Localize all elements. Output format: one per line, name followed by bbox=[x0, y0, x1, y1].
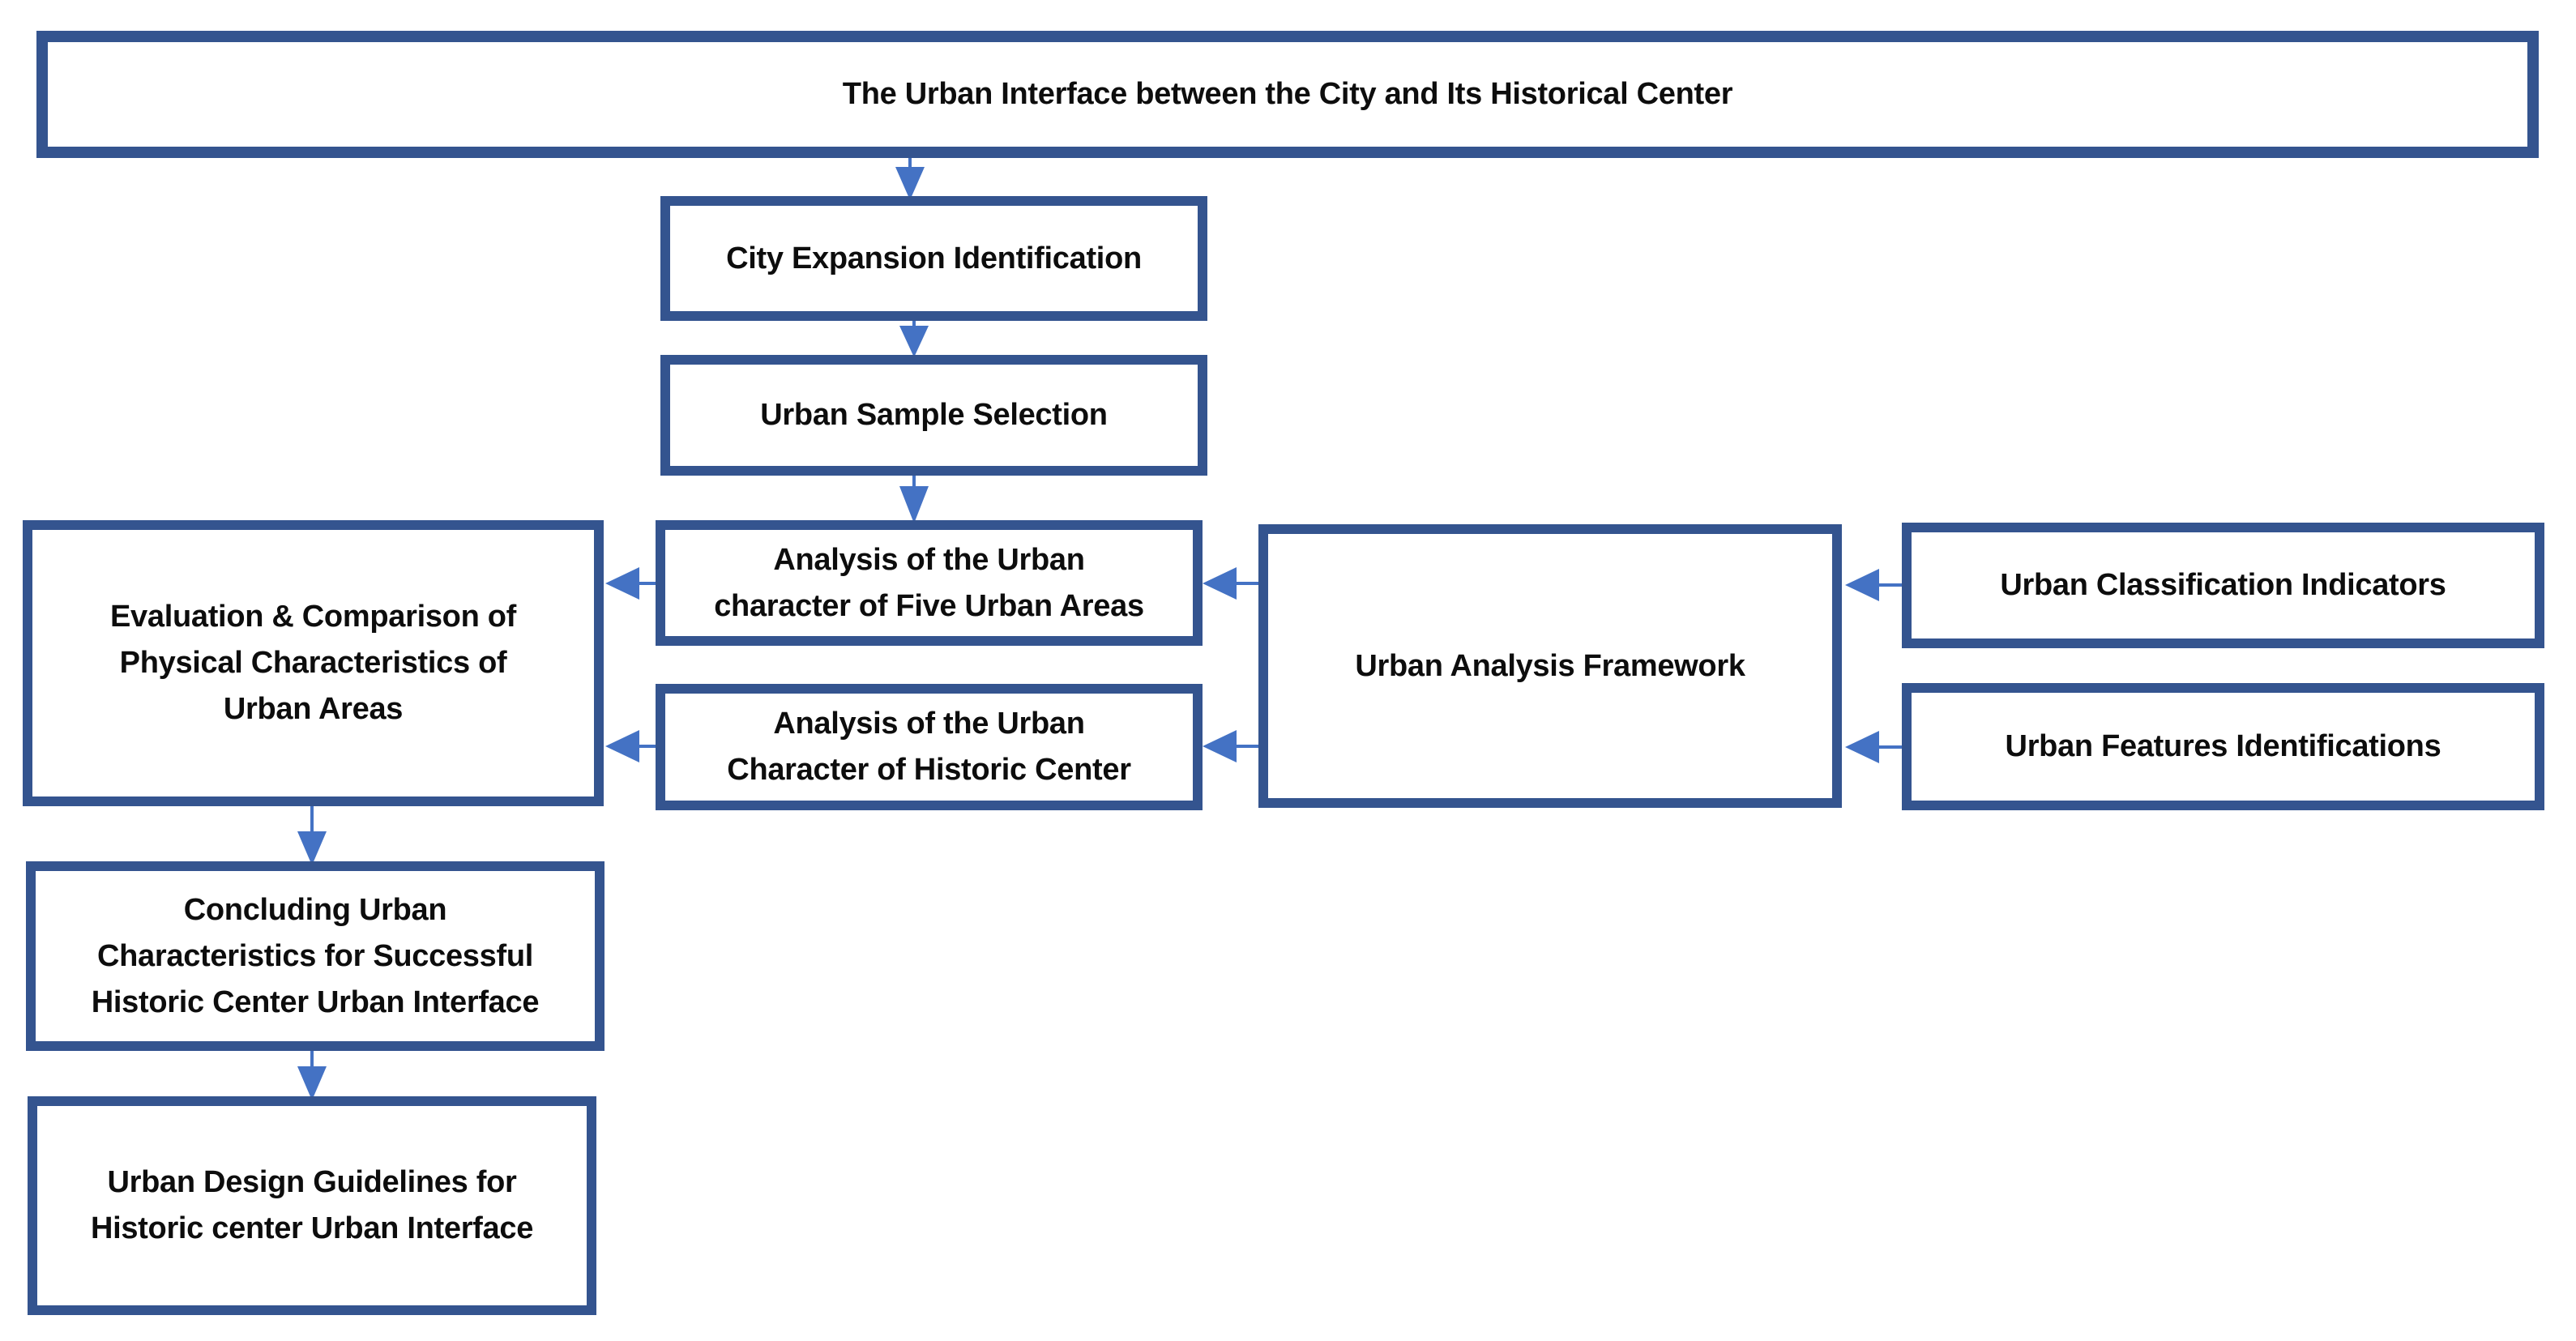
arrow-features-to-framework bbox=[1845, 731, 1906, 763]
arrow-urban-sample-to-analysis-five bbox=[899, 474, 929, 523]
node-analysis-historic-label: Analysis of the Urban Character of Histo… bbox=[727, 707, 1131, 787]
arrow-analysis-historic-to-evaluation bbox=[605, 730, 660, 762]
node-indicators-label: Urban Classification Indicators bbox=[2000, 568, 2446, 602]
arrow-framework-to-analysis-five bbox=[1203, 567, 1264, 600]
node-indicators: Urban Classification Indicators bbox=[1902, 523, 2544, 648]
node-analysis-five-label: Analysis of the Urban character of Five … bbox=[714, 542, 1144, 623]
node-analysis-five: Analysis of the Urban character of Five … bbox=[656, 520, 1203, 646]
node-guidelines-label: Urban Design Guidelines for Historic cen… bbox=[90, 1165, 534, 1245]
node-concluding: Concluding Urban Characteristics for Suc… bbox=[26, 861, 604, 1051]
node-urban-sample: Urban Sample Selection bbox=[660, 355, 1207, 476]
node-city-expansion: City Expansion Identification bbox=[660, 196, 1207, 321]
arrow-framework-to-analysis-historic bbox=[1203, 730, 1264, 762]
node-concluding-label: Concluding Urban Characteristics for Suc… bbox=[91, 892, 540, 1019]
arrow-concluding-to-guidelines bbox=[297, 1048, 327, 1100]
node-title: The Urban Interface between the City and… bbox=[36, 31, 2539, 158]
node-features-label: Urban Features Identifications bbox=[2005, 729, 2441, 763]
arrow-evaluation-to-concluding bbox=[297, 802, 327, 865]
arrow-analysis-five-to-evaluation bbox=[605, 567, 660, 600]
node-framework-label: Urban Analysis Framework bbox=[1355, 648, 1745, 683]
node-urban-sample-label: Urban Sample Selection bbox=[760, 398, 1108, 432]
node-city-expansion-label: City Expansion Identification bbox=[726, 241, 1142, 275]
arrow-indicators-to-framework bbox=[1845, 569, 1906, 601]
node-analysis-historic: Analysis of the Urban Character of Histo… bbox=[656, 684, 1203, 810]
node-evaluation: Evaluation & Comparison of Physical Char… bbox=[23, 520, 604, 806]
arrow-city-expansion-to-urban-sample bbox=[899, 319, 929, 357]
node-framework: Urban Analysis Framework bbox=[1258, 524, 1842, 808]
node-title-label: The Urban Interface between the City and… bbox=[842, 77, 1733, 111]
arrow-title-to-city-expansion bbox=[895, 156, 925, 200]
node-evaluation-label: Evaluation & Comparison of Physical Char… bbox=[109, 600, 517, 726]
node-features: Urban Features Identifications bbox=[1902, 683, 2544, 810]
node-guidelines: Urban Design Guidelines for Historic cen… bbox=[28, 1096, 596, 1315]
